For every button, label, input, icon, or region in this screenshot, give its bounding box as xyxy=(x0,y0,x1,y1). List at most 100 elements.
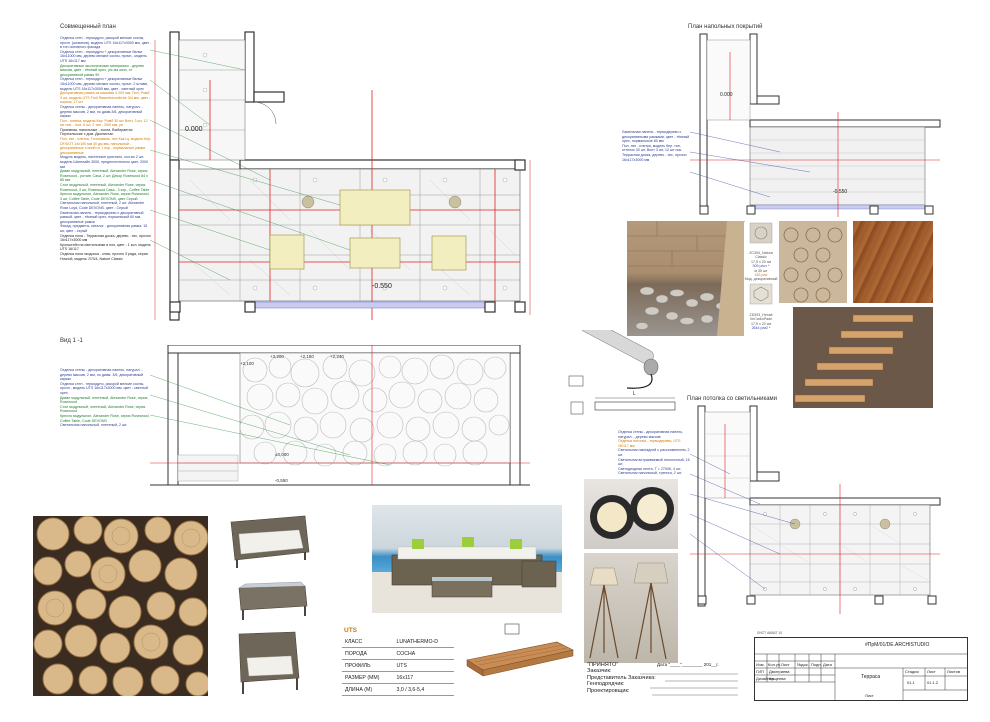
combined-plan-notes: Отделка стен - термодуло, раскрой мелкие… xyxy=(60,36,152,261)
level-s5: ±0,000 xyxy=(275,452,289,457)
floor-note-1: Ламельная панель - термодерево с декорат… xyxy=(622,130,690,144)
floor-level-zero: 0.000 xyxy=(720,92,733,98)
stairs-graphic xyxy=(793,307,933,408)
product-brand: UTS xyxy=(344,627,357,634)
pebbles-graphic xyxy=(627,221,745,336)
photo-log-slices xyxy=(33,516,208,696)
spec-value: 3,0 / 3,6-5,4 xyxy=(393,683,454,696)
approval-date: Дата "____"________ 201__г. xyxy=(657,662,719,667)
section-note-2: Отделка стен - термодуло, раскрой мелкие… xyxy=(60,381,148,395)
section-drawing xyxy=(150,345,530,486)
section-note-5: Кресло модульное, Alexander Rose, серия … xyxy=(60,413,150,423)
level-terrace: -0.550 xyxy=(372,283,392,290)
approval-designer: Проектировщик: xyxy=(587,687,630,694)
note-12: Стол модульный, плетеный, Alexander Rose… xyxy=(60,183,150,192)
floor-plan-notes: Ламельная панель - термодерево с декорат… xyxy=(622,130,694,162)
outdoor-lounge-graphic xyxy=(391,537,557,598)
spec-row-profile: ПРОФИЛЬ UTS xyxy=(342,659,454,672)
note-8: Приемная, напольные - сосна, Выбирается … xyxy=(60,127,133,137)
furniture-items xyxy=(230,515,310,694)
approval-title: "ПРИНЯТО" xyxy=(587,662,619,668)
note-14: Светильник напольный, плетеный, 2 шт. Al… xyxy=(60,201,145,210)
floor-plan-drawing xyxy=(690,33,941,217)
note-10: Модуль модель, настенные кристалл, кол-в… xyxy=(60,155,148,169)
tile1-note: Мод. декоративный xyxy=(744,277,778,282)
stamp-list-head: Лист xyxy=(927,669,936,674)
level-s4: +2,100 xyxy=(240,361,254,366)
spec-label: ПОРОДА xyxy=(342,647,394,660)
spec-value: LUNATHERMO-D xyxy=(393,636,454,648)
floor-note-3: Террасная доска, дерево - тис, прочно 16… xyxy=(622,152,687,162)
spec-value: СОСНА xyxy=(393,647,454,660)
stamp-col-doc: №док. xyxy=(797,662,809,667)
tile-swatch-2 xyxy=(749,283,773,305)
section-note-4: Стол модульный, плетеный, Alexander Rose… xyxy=(60,404,146,414)
note-9: Пол, тип - плитка, Тоголоваль, лес Как-L… xyxy=(60,137,152,155)
ceiling-note-4: Светильник встраиваемый потолочный, 16 ш… xyxy=(618,457,690,467)
photo-stone-pebbles xyxy=(627,221,745,336)
log-slices-graphic xyxy=(33,516,208,696)
floor-level-terrace: -0.550 xyxy=(833,189,848,195)
spec-label: ПРОФИЛЬ xyxy=(342,659,394,672)
level-s6: -0,550 xyxy=(275,478,288,483)
photo-floating-stairs xyxy=(793,307,933,408)
note-4: Отделка стен - термодуло + декоративные … xyxy=(60,77,149,91)
photo-round-lights xyxy=(584,479,678,549)
note-13: Кресло модульное, Alexander Rose, серия … xyxy=(60,192,150,201)
section-notes: Отделка стены - декоративная панель, нат… xyxy=(60,368,152,428)
note-7: Пол - плитка, модель Кер. Ромб 30 шт Вол… xyxy=(60,118,148,128)
tile2-price: 2644 р/м2 * xyxy=(751,326,771,331)
note-18: Кронштейн на светильники в пол, цвет - 1… xyxy=(60,242,151,252)
note-11: Диван модульный, плетеный, Alexander Ros… xyxy=(60,169,148,183)
led-profile-graphic xyxy=(568,330,676,415)
tile2-size: 17,5 x 20 см xyxy=(750,321,772,326)
level-s3: +2,240 xyxy=(330,354,344,359)
armchair-graphic xyxy=(238,631,300,694)
product-spec-table: КЛАСС LUNATHERMO-D ПОРОДА СОСНА ПРОФИЛЬ … xyxy=(342,636,454,696)
section-note-6: Светильник напольный, плетеный, 2 шт. xyxy=(60,423,128,428)
floor-note-2: Пол, тип - плитка, модель Кер. тип, отте… xyxy=(622,143,683,153)
spec-label: ДЛИНА (М) xyxy=(342,683,394,696)
tile1-total: 183 р/ш xyxy=(754,273,768,278)
section-note-1: Отделка стены - декоративная панель, нат… xyxy=(60,368,144,382)
ceiling-plan-drawing xyxy=(690,405,941,614)
sofa-graphic xyxy=(230,515,310,568)
spec-label: РАЗМЕР (ММ) xyxy=(342,671,394,684)
tile1-price: 309 р/шт * xyxy=(752,264,770,269)
note-1: Отделка стен - термодуло, раскрой мелкие… xyxy=(60,36,152,50)
wood-plank-graphic xyxy=(466,623,574,677)
stamp-stage: 01.1 xyxy=(907,680,915,685)
note-19: Отделка пола экодоска - ключ, прочно 3 р… xyxy=(60,251,148,261)
title-block-stamp: ЛИСТ АКВАТ 10 #ПрМ/01/DE.ARCHISTUDIO Изм… xyxy=(754,631,968,701)
photo-outdoor-lounge xyxy=(372,505,562,613)
tile1-qty: м 35 шт xyxy=(754,268,768,273)
stamp-person-1: Дмитриева xyxy=(769,669,790,674)
floor-plan-title: План напольных покрытий xyxy=(688,24,763,30)
stamp-code: #ПрМ/01/DE.ARCHISTUDIO xyxy=(865,642,930,648)
section-title: Вид 1 -1 xyxy=(60,338,83,344)
note-17: Отделка пола - Террасная доска, дерево -… xyxy=(60,233,151,243)
stamp-col-date: Дата xyxy=(823,662,832,667)
approval-contractor: Генподрядчик: xyxy=(587,681,625,688)
stamp-col-change: Изм. xyxy=(756,662,765,667)
tile1-name: ZC394_Natura Classic xyxy=(749,251,773,260)
ceiling-note-2: Отделка потолка - термодерево, UTS 16/11… xyxy=(618,439,681,448)
profile-length-label: L xyxy=(633,391,636,397)
stamp-object: Терраса xyxy=(861,674,881,680)
spec-row-wood: ПОРОДА СОСНА xyxy=(342,647,454,660)
approval-block: "ПРИНЯТО" Дата "____"________ 201__г. За… xyxy=(587,662,747,694)
note-15: Ламельная панель - термодерево с декорат… xyxy=(60,210,144,224)
note-16: Фасад, предметы, каталог - декоративная … xyxy=(60,224,148,233)
spec-label: КЛАСС xyxy=(342,636,394,648)
level-s1: +3,200 xyxy=(270,354,284,359)
ceiling-plan-title: План потолка со светильниками xyxy=(687,396,778,402)
section-note-3: Диван модульный, плетеный, Alexander Ros… xyxy=(60,395,148,405)
combined-plan-drawing xyxy=(150,31,531,321)
tile-swatch-info: ZC394_Natura Classic 17,5 x 20 см 309 р/… xyxy=(744,222,778,340)
ceiling-note-6: Светильник напольный, тренога, 2 шт. xyxy=(618,471,682,476)
photo-wood-deck xyxy=(853,221,933,303)
stamp-role-2: Дизайнер xyxy=(756,676,774,681)
note-6: Отделка стены - декоративная панель, нат… xyxy=(60,104,143,119)
photo-pattern-tiles xyxy=(779,221,847,303)
tile1-size: 17,5 x 20 см xyxy=(750,259,772,264)
